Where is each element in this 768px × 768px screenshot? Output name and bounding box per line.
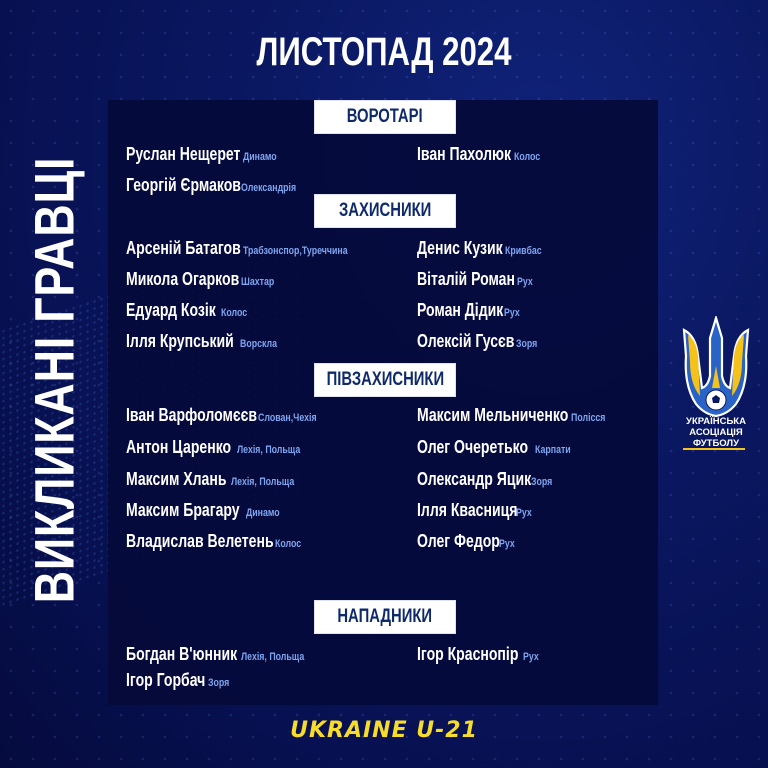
uaf-trident-icon bbox=[682, 316, 750, 418]
player-name: Іван Варфоломєєв bbox=[126, 405, 258, 425]
player-row: Роман Дідик Рух bbox=[417, 300, 523, 321]
player-club: Ворскла bbox=[240, 338, 278, 350]
player-name: Едуард Козік bbox=[126, 300, 216, 320]
player-row: Олег Федор Рух bbox=[417, 531, 519, 552]
player-row: Руслан Нещерет Динамо bbox=[126, 144, 285, 165]
player-row: Іван Пахолюк Колос bbox=[417, 144, 546, 165]
player-row: Ілля Квасниця Рух bbox=[417, 500, 535, 521]
player-club: Динамо bbox=[242, 151, 277, 163]
logo-underline bbox=[683, 448, 745, 450]
player-club: Трабзонспор,Туреччина bbox=[243, 245, 348, 257]
player-name: Ігор Краснопір bbox=[417, 644, 519, 664]
player-row: Ілля Крупський Ворскла bbox=[126, 331, 286, 352]
player-name: Ілля Квасниця bbox=[417, 500, 518, 520]
player-name: Олексій Гусєв bbox=[417, 331, 515, 351]
player-row: Олександр Яцик Зоря bbox=[417, 469, 558, 490]
player-row: Едуард Козік Колос bbox=[126, 300, 254, 321]
player-row: Арсеній Батагов Трабзонспор,Туреччина bbox=[126, 238, 374, 259]
player-name: Антон Царенко bbox=[126, 437, 232, 457]
player-name: Ілля Крупський bbox=[126, 331, 234, 351]
logo-line-3: ФУТБОЛУ bbox=[692, 438, 739, 449]
player-club: Кривбас bbox=[504, 245, 542, 257]
section-title: НАПАДНИКИ bbox=[337, 606, 433, 627]
section-header-defenders: ЗАХИСНИКИ bbox=[315, 195, 455, 227]
player-row: Іван Варфоломєєв Слован,Чехія bbox=[126, 405, 331, 426]
footer-team-label: UKRAINE U-21 bbox=[290, 718, 478, 743]
player-club: Олександрія bbox=[241, 182, 297, 194]
player-row: Ігор Горбач Зоря bbox=[126, 670, 234, 691]
player-name: Руслан Нещерет bbox=[126, 144, 241, 164]
player-name: Максим Хлань bbox=[126, 469, 227, 489]
player-club: Рух bbox=[503, 307, 520, 319]
uaf-logo-text: УКРАЇНСЬКА АСОЦІАЦІЯ ФУТБОЛУ bbox=[670, 416, 762, 449]
player-row: Віталій Роман Рух bbox=[417, 269, 536, 290]
section-header-forwards: НАПАДНИКИ bbox=[315, 601, 455, 633]
player-club: Зоря bbox=[531, 476, 553, 488]
player-row: Богдан В'юнник Лехія, Польща bbox=[126, 644, 320, 665]
page-title: ЛИСТОПАД 2024 bbox=[256, 30, 512, 74]
player-row: Олег Очеретько Карпати bbox=[417, 437, 580, 458]
player-name: Богдан В'юнник bbox=[126, 644, 238, 664]
player-name: Владислав Велетень bbox=[126, 531, 274, 551]
player-name: Ігор Горбач bbox=[126, 670, 206, 690]
player-row: Максим Мельниченко Полісся bbox=[417, 405, 614, 426]
player-row: Денис Кузик Кривбас bbox=[417, 238, 551, 259]
logo-line-1: УКРАЇНСЬКА bbox=[686, 416, 746, 427]
player-club: Колос bbox=[275, 538, 302, 550]
player-name: Максим Мельниченко bbox=[417, 405, 569, 425]
player-club: Колос bbox=[513, 151, 540, 163]
player-club: Полісся bbox=[570, 412, 606, 424]
player-name: Роман Дідик bbox=[417, 300, 504, 320]
player-row: Максим Хлань Лехія, Польща bbox=[126, 469, 310, 490]
player-name: Микола Огарков bbox=[126, 269, 240, 289]
side-title-text: ВИКЛИКАНІ ГРАВЦІ bbox=[22, 156, 86, 604]
section-title: ВОРОТАРІ bbox=[347, 106, 423, 127]
player-name: Віталій Роман bbox=[417, 269, 515, 289]
player-row: Антон Царенко Лехія, Польща bbox=[126, 437, 316, 458]
side-title: ВИКЛИКАНІ ГРАВЦІ bbox=[22, 157, 86, 604]
player-row: Олексій Гусєв Зоря bbox=[417, 331, 543, 352]
player-club: Лехія, Польща bbox=[236, 444, 301, 456]
player-club: Динамо bbox=[245, 507, 280, 519]
section-title: ПІВЗАХИСНИКИ bbox=[326, 369, 444, 390]
player-name: Максим Брагару bbox=[126, 500, 240, 520]
player-name: Денис Кузик bbox=[417, 238, 503, 258]
player-row: Ігор Краснопір Рух bbox=[417, 644, 543, 665]
player-club: Зоря bbox=[207, 677, 229, 689]
player-name: Олег Федор bbox=[417, 531, 500, 551]
section-header-midfielders: ПІВЗАХИСНИКИ bbox=[315, 364, 455, 396]
player-name: Арсеній Батагов bbox=[126, 238, 241, 258]
player-name: Олег Очеретько bbox=[417, 437, 529, 457]
player-row: Максим Брагару Динамо bbox=[126, 500, 288, 521]
player-row: Георгій Єрмаков Олександрія bbox=[126, 175, 310, 196]
player-name: Георгій Єрмаков bbox=[126, 175, 241, 195]
section-header-goalkeepers: ВОРОТАРІ bbox=[315, 101, 455, 133]
logo-line-2: АСОЦІАЦІЯ bbox=[689, 427, 743, 438]
player-club: Колос bbox=[221, 307, 248, 319]
player-club: Карпати bbox=[535, 444, 572, 456]
player-club: Рух bbox=[515, 507, 532, 519]
player-club: Зоря bbox=[515, 338, 538, 350]
player-club: Рух bbox=[516, 276, 533, 288]
player-club: Рух bbox=[523, 651, 539, 663]
player-club: Рух bbox=[499, 538, 516, 550]
player-row: Владислав Велетень Колос bbox=[126, 531, 308, 552]
player-name: Іван Пахолюк bbox=[417, 144, 512, 164]
player-club: Лехія, Польща bbox=[240, 651, 304, 663]
player-club: Шахтар bbox=[241, 276, 275, 288]
player-name: Олександр Яцик bbox=[417, 469, 532, 489]
player-club: Лехія, Польща bbox=[230, 476, 295, 488]
player-club: Слован,Чехія bbox=[258, 412, 317, 424]
section-title: ЗАХИСНИКИ bbox=[338, 200, 432, 221]
player-row: Микола Огарков Шахтар bbox=[126, 269, 283, 290]
